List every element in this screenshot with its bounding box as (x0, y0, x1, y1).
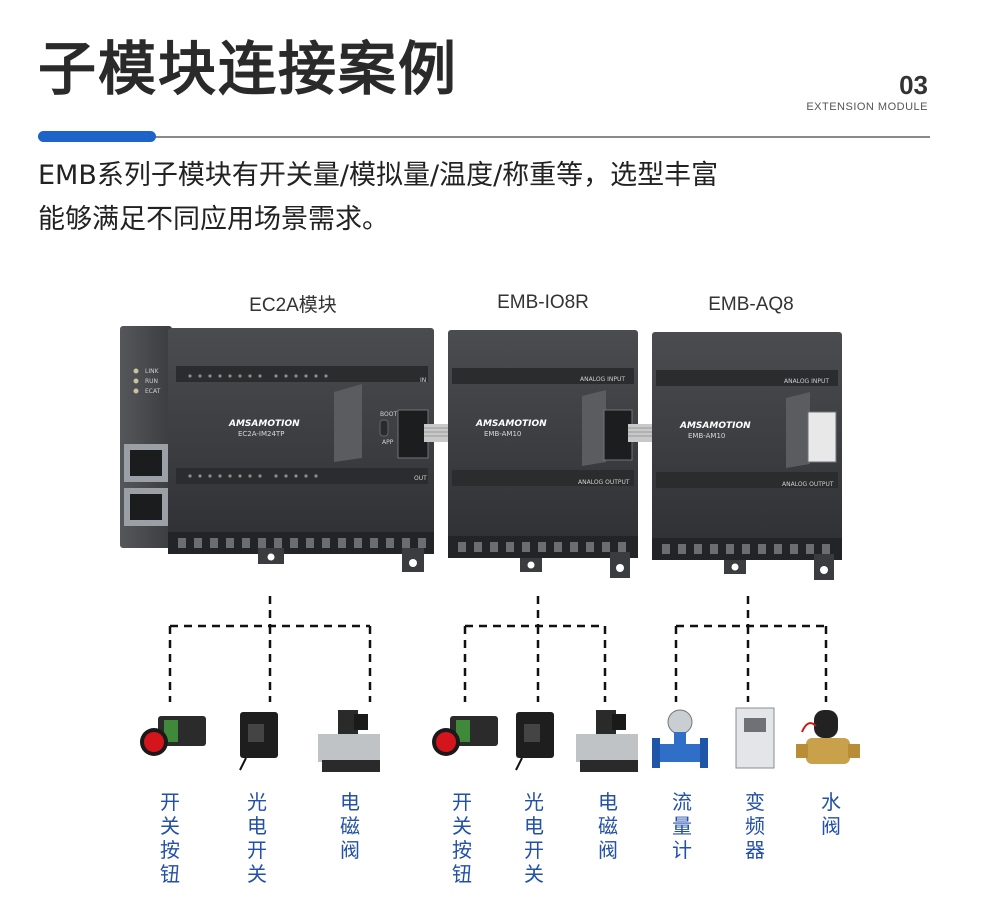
io8r-module (448, 330, 638, 578)
frequency-inverter-icon (735, 707, 775, 769)
header-divider (38, 136, 930, 138)
device-label-solenoid-2: 电磁阀 (598, 790, 618, 862)
device-label-push-button-2: 开关按钮 (452, 790, 472, 886)
io8r-analog-input-label: ANALOG INPUT (580, 376, 625, 383)
device-label-photoelectric-2: 光电开关 (524, 790, 544, 886)
description-line-2: 能够满足不同应用场景需求。 (38, 204, 389, 235)
aq8-module (652, 332, 842, 580)
page-title: 子模块连接案例 (38, 35, 459, 103)
aq8-module-label: EMB-AQ8 (708, 294, 794, 315)
ec2a-brand: AMSAMOTION (228, 419, 300, 429)
wiring-lines (168, 596, 828, 702)
section-subtitle: EXTENSION MODULE (806, 101, 928, 113)
aq8-analog-input-label: ANALOG INPUT (784, 378, 829, 385)
aq8-model: EMB-AM10 (688, 432, 725, 440)
solenoid-valve-icon (318, 710, 380, 772)
photoelectric-switch-icon (515, 712, 554, 771)
io8r-module-label: EMB-IO8R (497, 292, 589, 313)
io8r-brand: AMSAMOTION (475, 419, 547, 429)
device-label-photoelectric-1: 光电开关 (247, 790, 267, 886)
photoelectric-switch-icon (239, 712, 278, 771)
ec2a-boot-label: BOOT (380, 411, 397, 418)
aq8-brand: AMSAMOTION (679, 421, 751, 431)
ec2a-module (120, 326, 434, 572)
header-divider-accent (38, 131, 156, 142)
ec2a-module-label: EC2A模块 (249, 295, 337, 316)
io8r-model: EMB-AM10 (484, 430, 521, 438)
io8r-analog-output-label: ANALOG OUTPUT (578, 479, 630, 486)
ec2a-led-run-label: RUN (145, 378, 158, 385)
description-line-1: EMB系列子模块有开关量/模拟量/温度/称重等，选型丰富 (38, 160, 719, 191)
ec2a-in-label: IN (420, 377, 426, 384)
device-label-inverter: 变频器 (745, 790, 765, 862)
water-valve-icon (796, 710, 860, 764)
device-label-water-valve: 水阀 (821, 790, 841, 838)
ec2a-led-ecat-label: ECAT (145, 388, 161, 395)
device-label-push-button-1: 开关按钮 (160, 790, 180, 886)
flow-meter-icon (652, 709, 708, 768)
ec2a-out-label: OUT (414, 475, 427, 482)
push-button-switch-icon (140, 716, 206, 756)
device-label-solenoid-1: 电磁阀 (340, 790, 360, 862)
aq8-analog-output-label: ANALOG OUTPUT (782, 481, 834, 488)
ribbon-cable-2 (628, 424, 656, 442)
ec2a-model: EC2A-IM24TP (238, 430, 284, 438)
solenoid-valve-icon (576, 710, 638, 772)
ec2a-led-link-label: LINK (145, 368, 160, 375)
push-button-switch-icon (432, 716, 498, 756)
device-label-flow-meter: 流量计 (672, 790, 692, 862)
ec2a-app-label: APP (382, 439, 394, 446)
section-number: 03 (899, 70, 928, 100)
